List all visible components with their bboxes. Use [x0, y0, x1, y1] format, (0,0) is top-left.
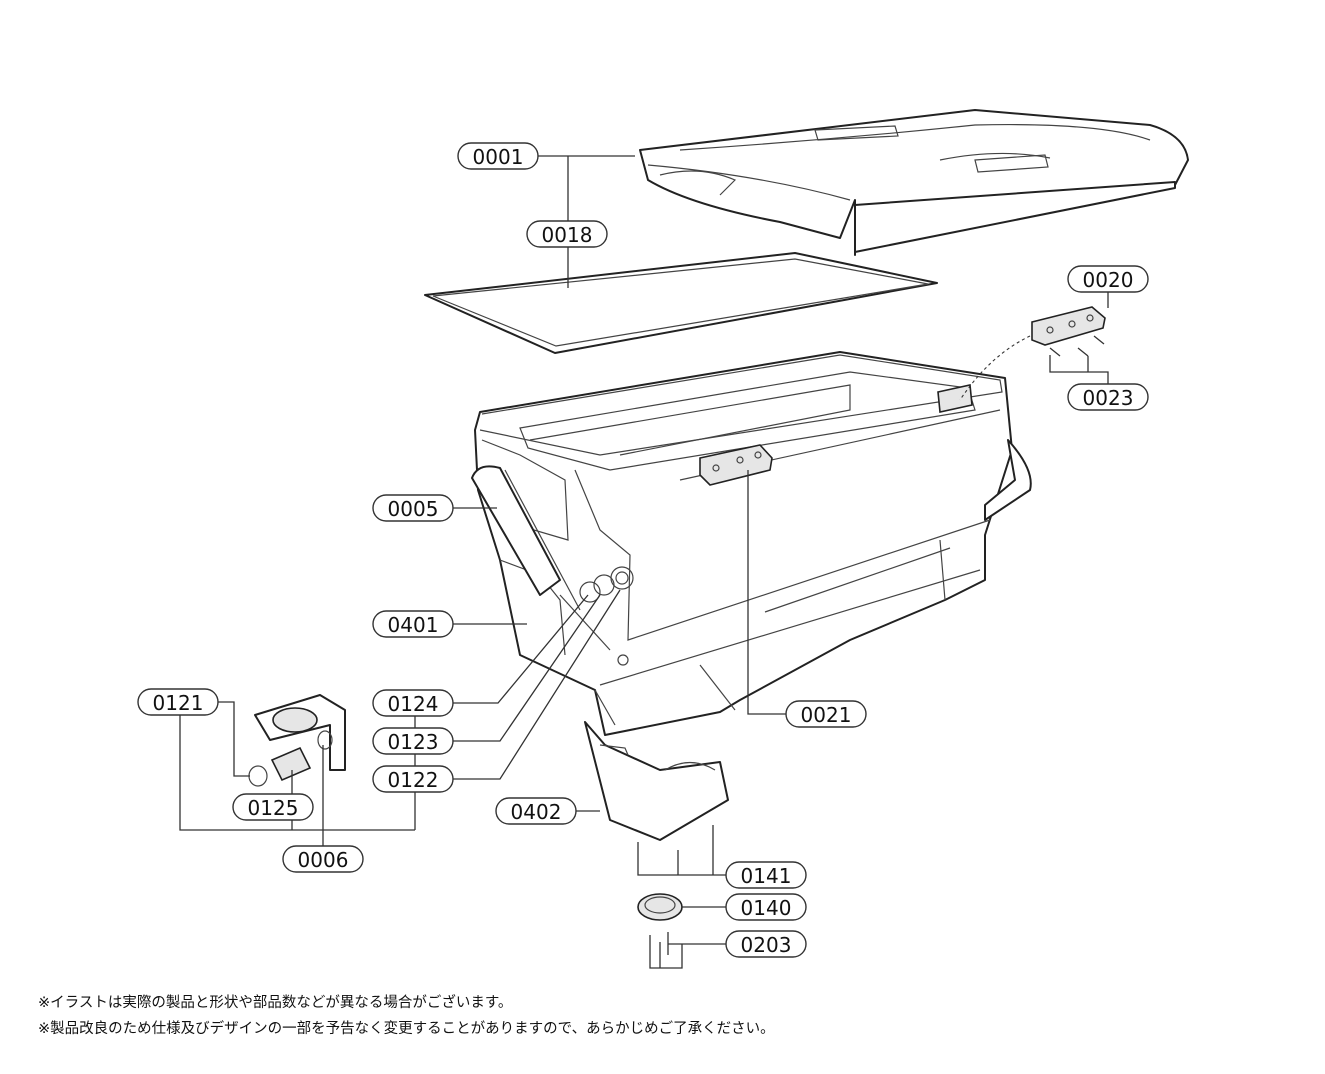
part-label-frame	[372, 494, 454, 522]
handle-illustration	[471, 439, 1032, 651]
part-label-0141: 0141	[725, 861, 807, 889]
part-label-0023: 0023	[1067, 383, 1149, 411]
part-label-frame	[372, 610, 454, 638]
bottom-cover-illustration	[584, 721, 729, 841]
part-label-0021: 0021	[785, 700, 867, 728]
part-label-frame	[372, 765, 454, 793]
part-label-frame	[785, 700, 867, 728]
part-label-frame	[725, 893, 807, 921]
part-number: 0122	[388, 768, 439, 792]
part-label-0005: 0005	[372, 494, 454, 522]
part-label-frame	[495, 797, 577, 825]
part-number: 0005	[388, 497, 439, 521]
part-label-frame	[725, 930, 807, 958]
part-label-0001: 0001	[457, 142, 539, 170]
part-label-frame	[457, 142, 539, 170]
hinge-part-illustration	[1031, 306, 1106, 357]
part-number: 0123	[388, 730, 439, 754]
part-label-frame	[282, 845, 364, 873]
part-number: 0006	[298, 848, 349, 872]
part-number: 0023	[1083, 386, 1134, 410]
part-number: 0018	[542, 223, 593, 247]
part-number: 0021	[801, 703, 852, 727]
part-label-0402: 0402	[495, 797, 577, 825]
leader-lines	[179, 155, 1109, 969]
part-label-0203: 0203	[725, 930, 807, 958]
part-label-frame	[372, 689, 454, 717]
part-label-0124: 0124	[372, 689, 454, 717]
part-number: 0124	[388, 692, 439, 716]
part-labels: 0001 0018 0020 0023 0005 0401 0121 0124 0123 0122…	[137, 142, 1149, 958]
part-number: 0001	[473, 145, 524, 169]
part-number: 0402	[511, 800, 562, 824]
drain-assembly-illustration	[248, 694, 346, 787]
part-label-0006: 0006	[282, 845, 364, 873]
part-label-0018: 0018	[526, 220, 608, 248]
screws-0203-illustration	[649, 932, 669, 962]
part-label-frame	[1067, 383, 1149, 411]
part-number: 0401	[388, 613, 439, 637]
part-label-0121: 0121	[137, 688, 219, 716]
part-label-0125: 0125	[232, 793, 314, 821]
footnotes: ※イラストは実際の製品と形状や部品数などが異なる場合がございます。 ※製品改良の…	[38, 990, 775, 1042]
part-number: 0020	[1083, 268, 1134, 292]
cap-0140-illustration	[637, 893, 683, 921]
part-number: 0203	[741, 933, 792, 957]
part-number: 0141	[741, 864, 792, 888]
cooler-body-illustration	[474, 351, 1013, 736]
part-label-0122: 0122	[372, 765, 454, 793]
note-line-2: ※製品改良のため仕様及びデザインの一部を予告なく変更することがありますので、あら…	[38, 1021, 775, 1037]
part-label-frame	[526, 220, 608, 248]
part-label-0020: 0020	[1067, 265, 1149, 293]
part-number: 0140	[741, 896, 792, 920]
part-label-frame	[725, 861, 807, 889]
part-number: 0125	[248, 796, 299, 820]
latch-illustration	[699, 444, 773, 486]
gasket-illustration	[424, 252, 938, 354]
lid-illustration	[639, 109, 1189, 256]
part-label-0123: 0123	[372, 727, 454, 755]
screws-0141-illustration	[637, 825, 714, 866]
part-label-frame	[137, 688, 219, 716]
part-label-0140: 0140	[725, 893, 807, 921]
part-label-frame	[1067, 265, 1149, 293]
part-label-0401: 0401	[372, 610, 454, 638]
part-label-frame	[232, 793, 314, 821]
part-label-frame	[372, 727, 454, 755]
note-line-1: ※イラストは実際の製品と形状や部品数などが異なる場合がございます。	[38, 995, 513, 1011]
part-number: 0121	[153, 691, 204, 715]
